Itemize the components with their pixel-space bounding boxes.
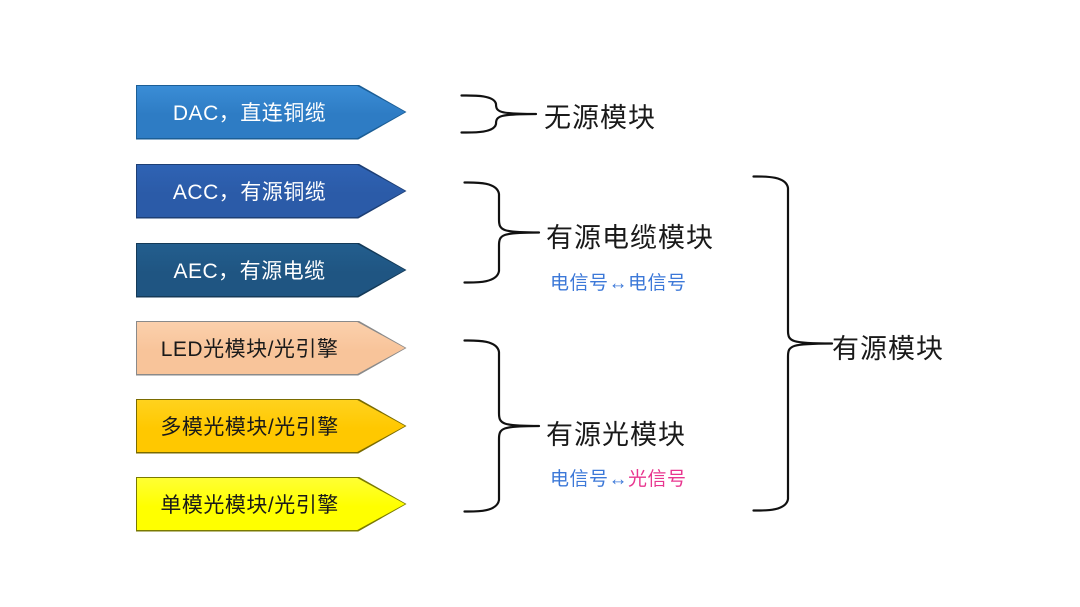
bracket-sublabel-active-optical: 电信号↔光信号 <box>550 464 687 491</box>
module-arrow-aec[interactable]: AEC，有源电缆 <box>137 244 405 296</box>
bracket-label-active-optical: 有源光模块 <box>546 420 686 450</box>
module-arrow-label: AEC，有源电缆 <box>173 260 326 283</box>
module-arrow-dac[interactable]: DAC，直连铜缆 <box>137 86 405 138</box>
brace-stroke <box>463 339 541 513</box>
bracket-label-active-all: 有源模块 <box>832 334 944 364</box>
signal-input-label: 电信号 <box>550 273 609 294</box>
brace-stroke <box>463 181 541 284</box>
module-arrow-acc[interactable]: ACC，有源铜缆 <box>137 165 405 217</box>
bracket-sublabel-active-cable: 电信号↔电信号 <box>550 268 687 295</box>
module-arrow-mmf[interactable]: 多模光模块/光引擎 <box>137 400 405 452</box>
module-arrow-label: 多模光模块/光引擎 <box>160 416 339 439</box>
signal-input-label: 电信号 <box>550 469 609 490</box>
bracket-active-optical <box>463 339 543 517</box>
signal-output-label: 光信号 <box>628 469 687 490</box>
bracket-label-passive: 无源模块 <box>544 103 656 133</box>
signal-output-label: 电信号 <box>628 273 687 294</box>
bracket-active-all <box>752 175 836 516</box>
module-arrow-label: ACC，有源铜缆 <box>172 181 327 204</box>
bracket-label-active-cable: 有源电缆模块 <box>546 223 714 253</box>
module-arrow-label: LED光模块/光引擎 <box>160 338 339 361</box>
module-arrow-label: 单模光模块/光引擎 <box>160 494 339 517</box>
module-arrow-label: DAC，直连铜缆 <box>172 102 327 125</box>
module-arrow-led[interactable]: LED光模块/光引擎 <box>137 322 405 374</box>
brace-stroke <box>460 94 538 134</box>
bracket-active-cable <box>463 181 543 288</box>
module-arrow-smf[interactable]: 单模光模块/光引擎 <box>137 478 405 530</box>
brace-stroke <box>752 175 834 512</box>
bidirectional-arrow-icon: ↔ <box>608 469 629 490</box>
bracket-passive <box>460 94 540 138</box>
bidirectional-arrow-icon: ↔ <box>608 273 629 294</box>
